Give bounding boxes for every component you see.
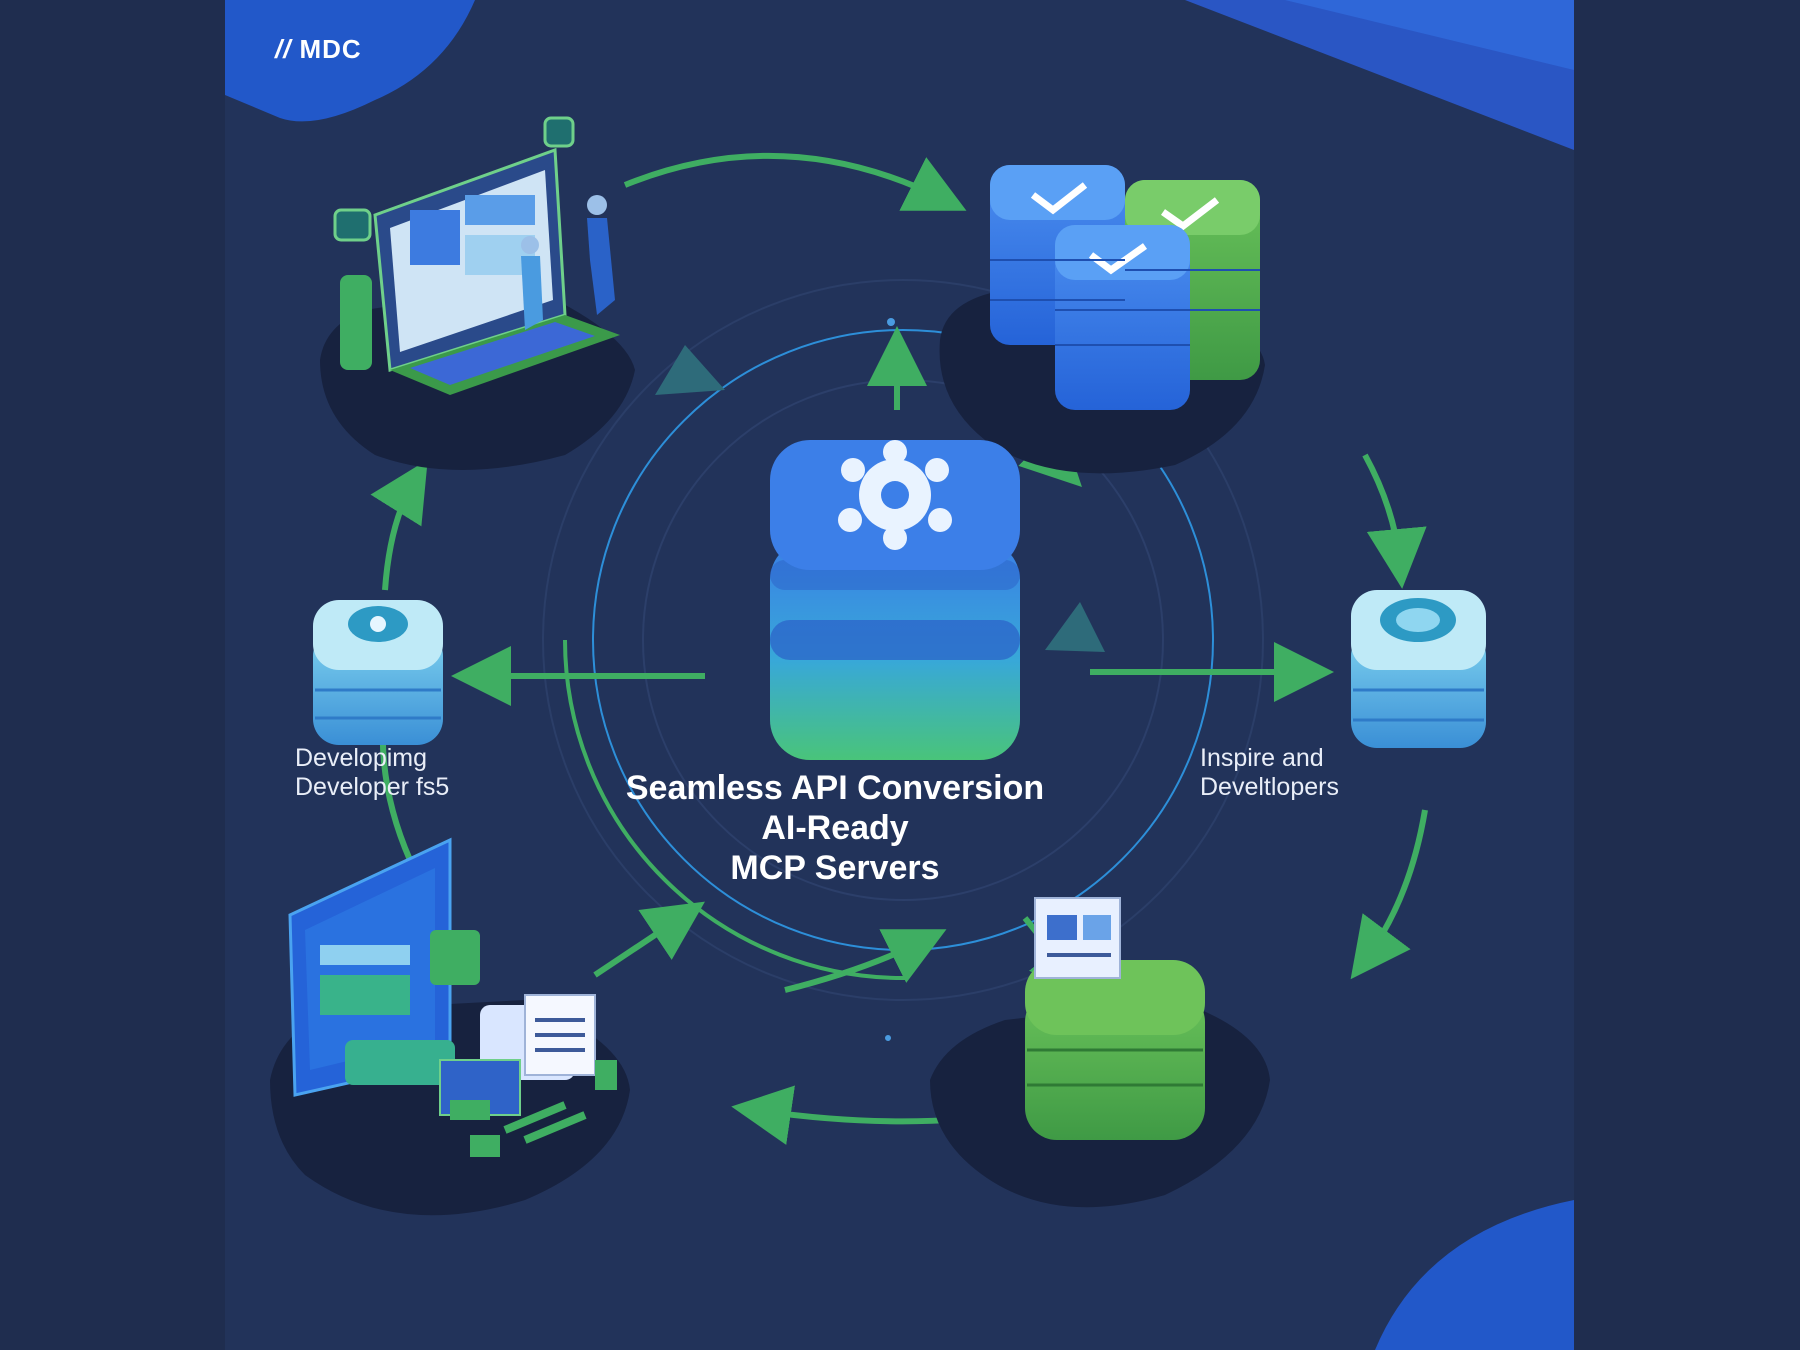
database-stack-icon <box>313 600 443 745</box>
right-margin-band <box>1574 0 1800 1350</box>
database-stack-icon <box>1025 897 1205 1140</box>
center-title-line-1: Seamless API Conversion <box>625 769 1045 807</box>
right-label-line-1: Inspire and <box>1200 744 1324 772</box>
left-label-line-1: Developimg <box>295 744 428 772</box>
small-markers <box>885 318 895 1041</box>
database-stack-icon <box>1351 590 1486 748</box>
left-margin-band <box>0 0 225 1350</box>
right-node-label: Inspire and Develtlopers <box>1200 744 1339 802</box>
checkmark-icon <box>1160 197 1220 231</box>
arrow-inner-bottom <box>784 929 947 993</box>
arrow-diagonal-bottom-left <box>593 901 705 978</box>
diagram-graphic <box>225 0 1574 1350</box>
center-title-line-2: AI-Ready <box>761 809 909 847</box>
brand-name: MDC <box>299 34 362 64</box>
center-title-line-3: MCP Servers <box>730 849 940 887</box>
mdc-logo-icon: // <box>275 34 292 64</box>
central-mcp-server <box>770 440 1020 760</box>
center-title: Seamless API Conversion AI-Ready MCP Ser… <box>555 768 1115 888</box>
arrow-right-upper <box>1362 453 1427 589</box>
corner-decoration-top-right <box>1185 0 1574 150</box>
diagram-canvas: // MDC Seamless API Conversion AI-Ready … <box>225 0 1574 1350</box>
muted-arrows <box>655 345 1105 652</box>
left-label-line-2: Developer fs5 <box>295 773 450 801</box>
right-label-line-2: Develtlopers <box>1200 773 1339 801</box>
corner-decoration-bottom-right <box>1375 1200 1574 1350</box>
arrow-right-lower <box>1350 809 1428 980</box>
checkmark-icon <box>1030 182 1088 215</box>
arrow-left-upper <box>370 459 428 591</box>
corner-decoration-top-left <box>225 0 475 122</box>
left-node-label: Developimg Developer fs5 <box>295 744 449 802</box>
orbit-rings <box>542 279 1264 1001</box>
document-panel-icon <box>288 837 617 1157</box>
laptop-dashboard-icon <box>333 116 620 395</box>
arrow-top <box>623 152 967 211</box>
server-stack-icon <box>990 165 1260 410</box>
brand-logo[interactable]: // MDC <box>275 34 362 65</box>
